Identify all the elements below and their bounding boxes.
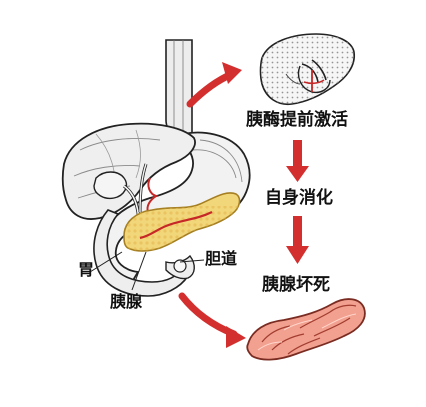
enzyme-activation-label: 胰酶提前激活 (246, 110, 348, 130)
pancreatic-duct (139, 211, 213, 240)
necrotic-pancreas-illustration (246, 298, 366, 361)
liver (61, 122, 196, 220)
stomach-label: 胃 (78, 260, 95, 279)
esophagus (165, 39, 193, 139)
liver-detail-illustration (259, 33, 356, 106)
pancreas-label: 胰腺 (110, 292, 143, 311)
bile-duct-leader-line (179, 259, 205, 263)
gallbladder (93, 171, 128, 200)
pancreatic-necrosis-label: 胰腺坏死 (262, 275, 330, 295)
stomach-leader-line (89, 251, 123, 273)
hepatic-vessel-red (146, 177, 159, 213)
pancreas-leader-line (131, 251, 147, 291)
arrow-right-icon (178, 292, 246, 348)
bile-duct-label: 胆道 (205, 249, 238, 268)
arrow-down-icon (286, 216, 309, 264)
anatomy-illustration (61, 39, 251, 297)
self-digestion-label: 自身消化 (265, 188, 333, 208)
arrow-down-icon (286, 140, 309, 182)
arrow-right-icon (186, 62, 242, 108)
